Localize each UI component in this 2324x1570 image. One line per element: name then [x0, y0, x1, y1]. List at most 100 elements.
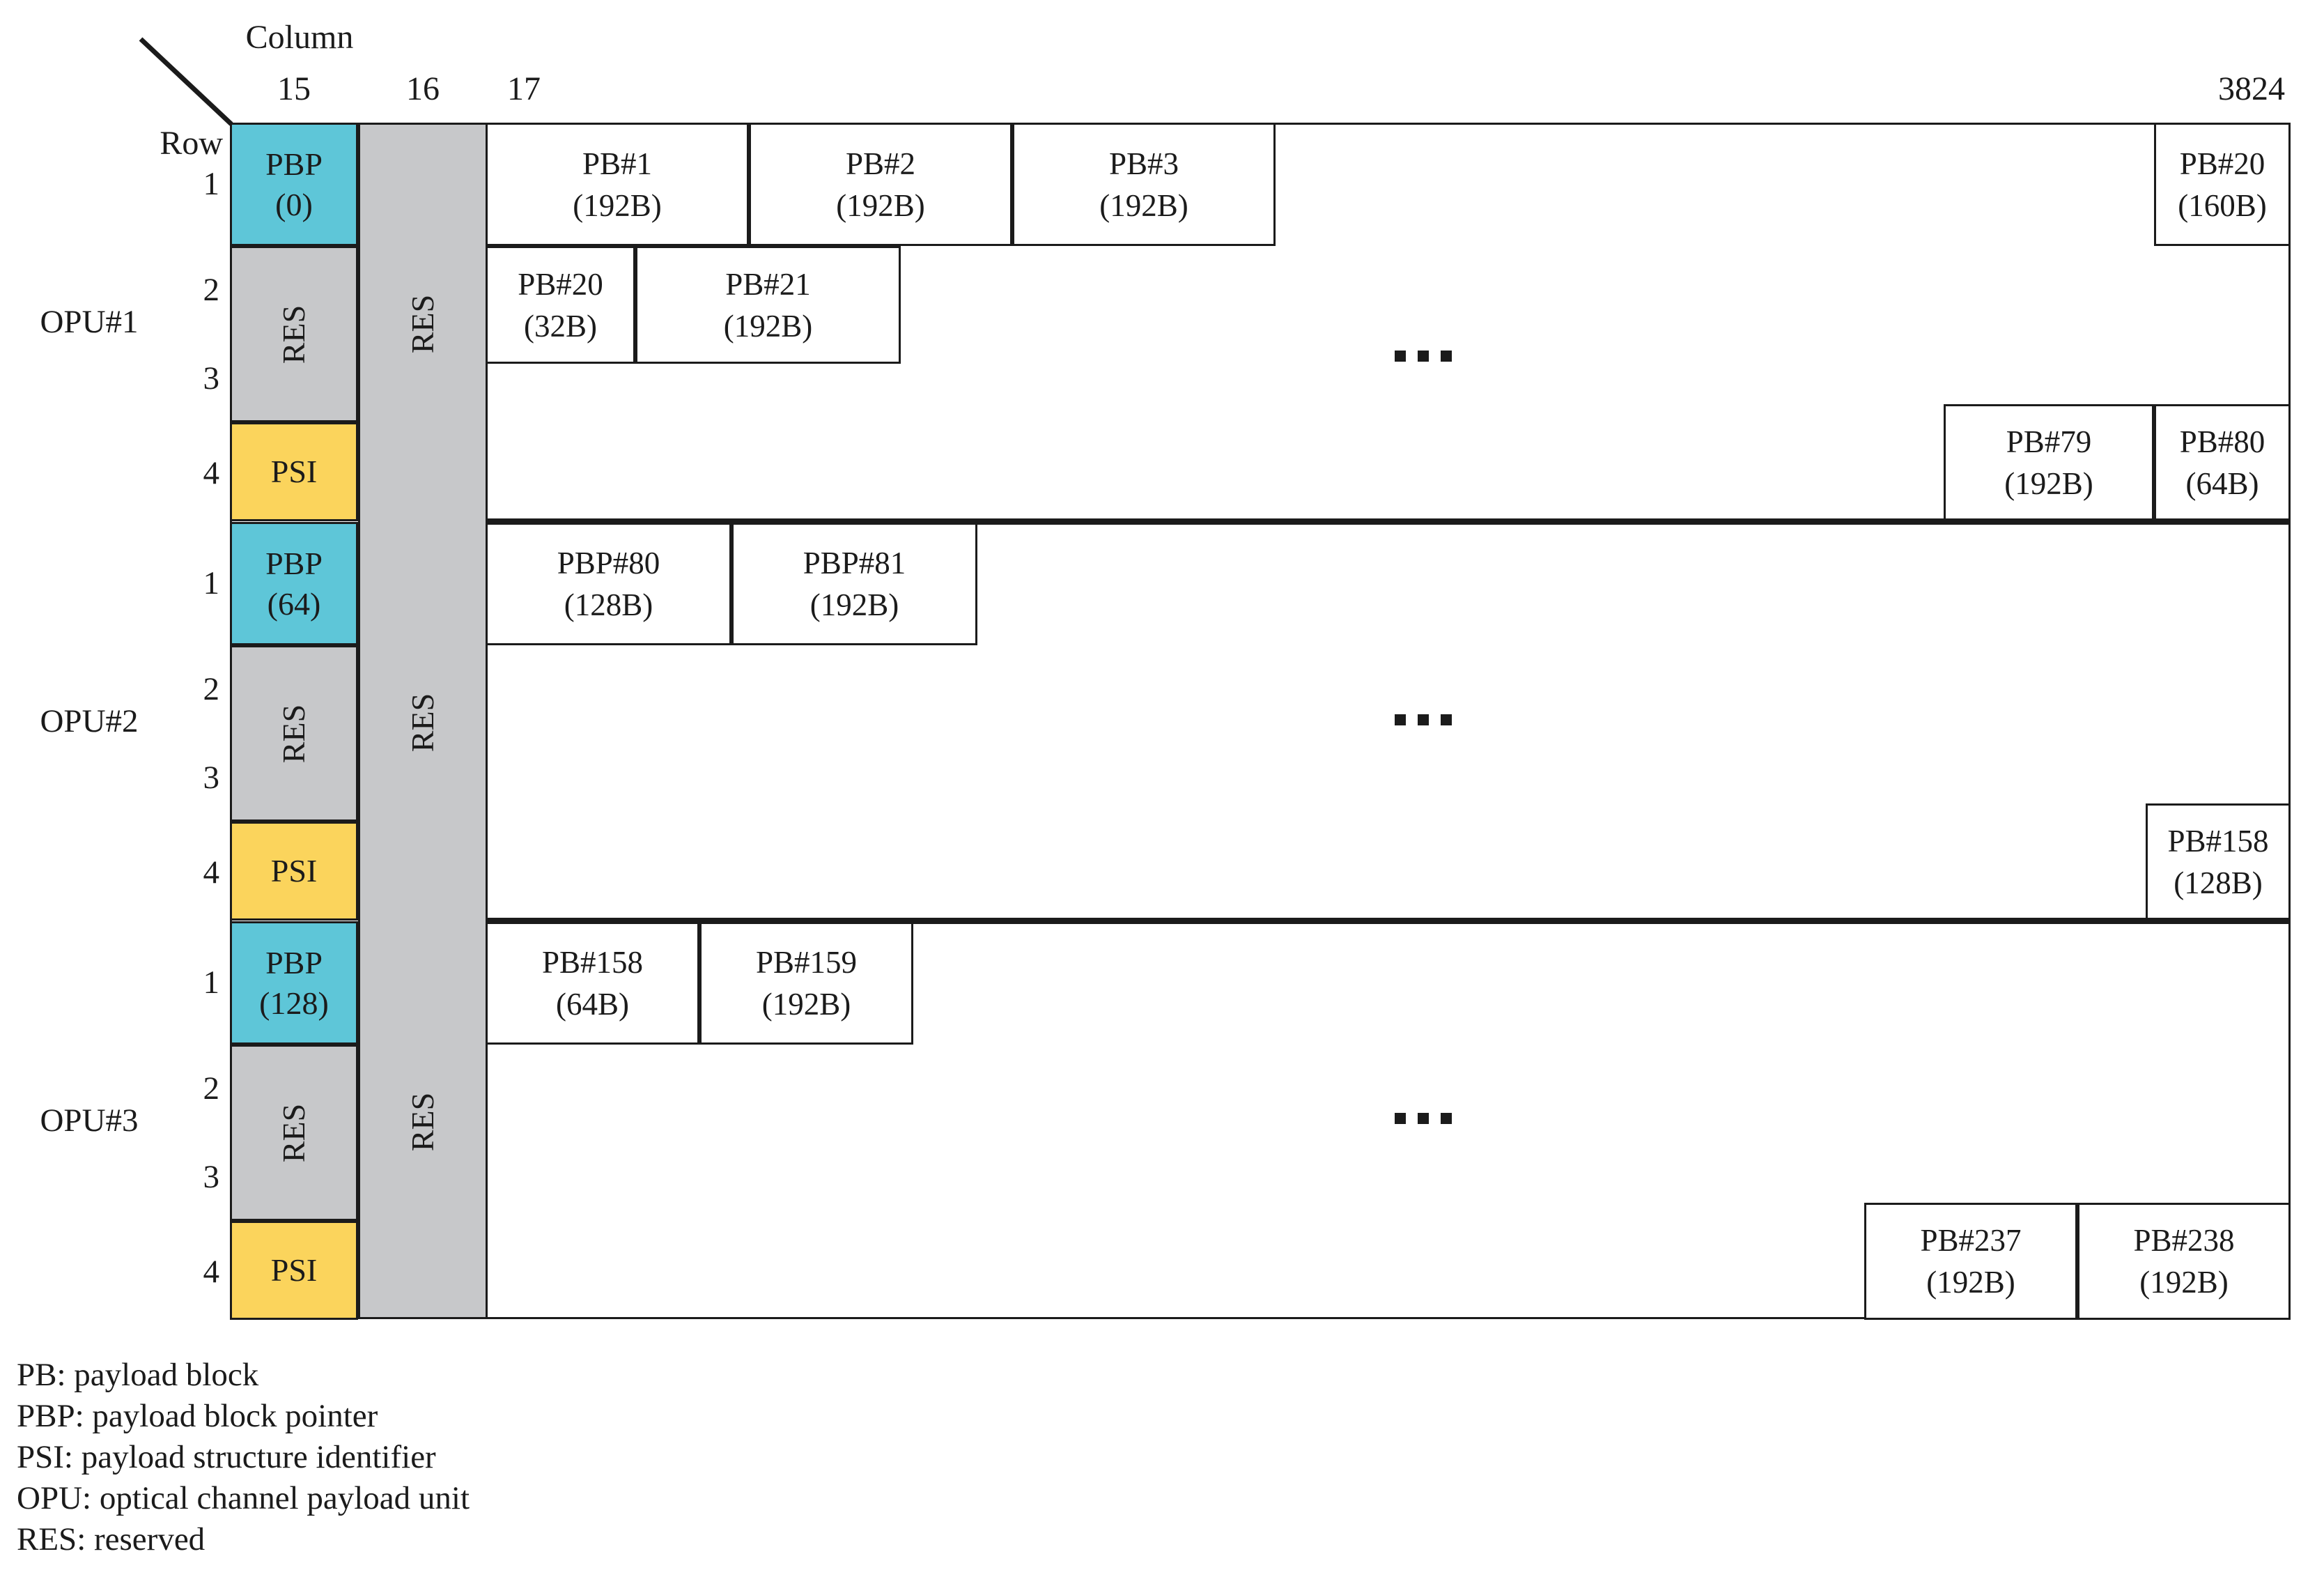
- legend-psi: PSI: payload structure identifier: [17, 1439, 436, 1475]
- opu2-row-label-4: 4: [203, 854, 220, 891]
- ellipsis-dot: [1418, 351, 1429, 362]
- payload-block-pbp81: PBP#81 (192B): [731, 522, 977, 645]
- opu3-pbp-cell: PBP (128): [230, 921, 358, 1045]
- pbp80-size: (128B): [564, 587, 653, 622]
- ellipsis-dot: [1441, 351, 1452, 362]
- opu2-pbp-title: PBP: [265, 545, 323, 581]
- opu2-pbp-value: (64): [267, 585, 321, 622]
- opu2-opu3-separator-line: [488, 918, 2291, 924]
- opu1-psi-cell: PSI: [230, 422, 358, 521]
- ellipsis-dot: [1418, 1113, 1429, 1124]
- opu2-res-col15-label: RES: [276, 704, 311, 763]
- opu2-row-label-1: 1: [203, 565, 220, 601]
- pb2-name: PB#2: [845, 146, 916, 181]
- pb1-size: (192B): [573, 187, 662, 223]
- pb159-name: PB#159: [755, 944, 858, 980]
- opu3-pbp-value: (128): [259, 985, 329, 1021]
- opu2-row-label-2: 2: [203, 671, 220, 707]
- pb3-size: (192B): [1099, 187, 1188, 223]
- opu3-label: OPU#3: [40, 1102, 139, 1139]
- opu1-res-cell-col15: RES: [230, 246, 358, 422]
- pb1-name: PB#1: [582, 146, 653, 181]
- ellipsis-dot: [1441, 714, 1452, 725]
- ellipsis-dot: [1395, 351, 1406, 362]
- column-tick-17: 17: [507, 70, 541, 107]
- opu1-row-label-1: 1: [203, 166, 220, 202]
- opu2-psi-label: PSI: [270, 853, 318, 888]
- opu1-pbp-value: (0): [275, 186, 313, 222]
- opu2-pbp-cell: PBP (64): [230, 522, 358, 645]
- opu3-row-label-2: 2: [203, 1070, 220, 1107]
- pb20-row1-name: PB#20: [2179, 146, 2265, 181]
- opu1-row-label-3: 3: [203, 360, 220, 397]
- axis-corner-diagonal-line: [139, 37, 233, 126]
- pb158-row1-size: (64B): [556, 986, 629, 1022]
- pb20-row2-size: (32B): [524, 308, 597, 344]
- opu3-row-label-1: 1: [203, 964, 220, 1001]
- row-axis-label: Row: [160, 125, 223, 162]
- opu1-section: OPU#1 1 2 3 4 PBP (0) RES PSI PB#1 (192B…: [0, 123, 2324, 521]
- opu3-row-label-4: 4: [203, 1254, 220, 1290]
- pb79-size: (192B): [2004, 466, 2093, 501]
- pbp81-name: PBP#81: [803, 545, 906, 580]
- pb20-row1-size: (160B): [2178, 187, 2267, 223]
- payload-block-pb1: PB#1 (192B): [486, 123, 749, 246]
- payload-block-pb20-row1: PB#20 (160B): [2154, 123, 2291, 246]
- opu3-res-col15-label: RES: [276, 1103, 311, 1162]
- pb237-name: PB#237: [1920, 1223, 2022, 1258]
- payload-block-pb158-row1: PB#158 (64B): [486, 921, 699, 1045]
- payload-block-pb159: PB#159 (192B): [699, 921, 913, 1045]
- payload-block-pb2: PB#2 (192B): [749, 123, 1012, 246]
- opu1-label: OPU#1: [40, 304, 139, 340]
- pb238-name: PB#238: [2133, 1223, 2235, 1258]
- res-column-16: RES RES RES: [358, 123, 488, 1319]
- pb2-size: (192B): [836, 187, 925, 223]
- pb158-row4-size: (128B): [2174, 865, 2263, 900]
- payload-block-pb80: PB#80 (64B): [2154, 404, 2291, 521]
- payload-block-pb158-row4: PB#158 (128B): [2146, 803, 2291, 921]
- pb238-size: (192B): [2139, 1265, 2229, 1300]
- pb159-size: (192B): [761, 986, 851, 1022]
- opu3-row-label-3: 3: [203, 1159, 220, 1195]
- pbp80-name: PBP#80: [557, 545, 660, 580]
- opu2-res-cell-col15: RES: [230, 645, 358, 822]
- ellipsis-dot: [1395, 1113, 1406, 1124]
- legend-pbp: PBP: payload block pointer: [17, 1398, 378, 1434]
- payload-block-pb238: PB#238 (192B): [2077, 1203, 2291, 1320]
- opu2-psi-cell: PSI: [230, 822, 358, 921]
- pb158-row4-name: PB#158: [2167, 824, 2269, 859]
- opu2-row-label-3: 3: [203, 760, 220, 796]
- pb237-size: (192B): [1926, 1265, 2015, 1300]
- opu3-section: OPU#3 1 2 3 4 PBP (128) RES PSI PB#158 (…: [0, 921, 2324, 1320]
- pb80-name: PB#80: [2179, 424, 2265, 459]
- payload-block-pb237: PB#237 (192B): [1864, 1203, 2077, 1320]
- legend-pb: PB: payload block: [17, 1357, 259, 1393]
- ellipsis-dot: [1441, 1113, 1452, 1124]
- opu3-psi-label: PSI: [270, 1252, 318, 1288]
- pbp81-size: (192B): [809, 587, 899, 622]
- column-tick-3824: 3824: [2218, 70, 2285, 107]
- pb20-row2-name: PB#20: [518, 266, 603, 302]
- opu1-opu2-separator-line: [488, 518, 2291, 525]
- opu1-psi-label: PSI: [270, 454, 318, 489]
- pb158-row1-name: PB#158: [541, 944, 644, 980]
- legend-opu: OPU: optical channel payload unit: [17, 1480, 470, 1516]
- payload-block-pb21: PB#21 (192B): [635, 246, 901, 364]
- ellipsis-dot: [1418, 714, 1429, 725]
- legend-res: RES: reserved: [17, 1521, 206, 1557]
- pb79-name: PB#79: [2006, 424, 2092, 459]
- opu1-res-col15-label: RES: [276, 305, 311, 364]
- pb3-name: PB#3: [1108, 146, 1179, 181]
- opu2-section: OPU#2 1 2 3 4 PBP (64) RES PSI PBP#80 (1…: [0, 522, 2324, 921]
- opu3-res-cell-col15: RES: [230, 1045, 358, 1221]
- opu3-psi-cell: PSI: [230, 1221, 358, 1320]
- payload-block-pb3: PB#3 (192B): [1012, 123, 1276, 246]
- opu3-pbp-title: PBP: [265, 944, 323, 980]
- opu1-row-label-4: 4: [203, 455, 220, 491]
- column-axis-label: Column: [245, 19, 354, 56]
- legend: PB: payload block PBP: payload block poi…: [17, 1355, 470, 1560]
- payload-block-pb20-row2: PB#20 (32B): [486, 246, 635, 364]
- opu2-label: OPU#2: [40, 703, 139, 739]
- opu1-pbp-cell: PBP (0): [230, 123, 358, 246]
